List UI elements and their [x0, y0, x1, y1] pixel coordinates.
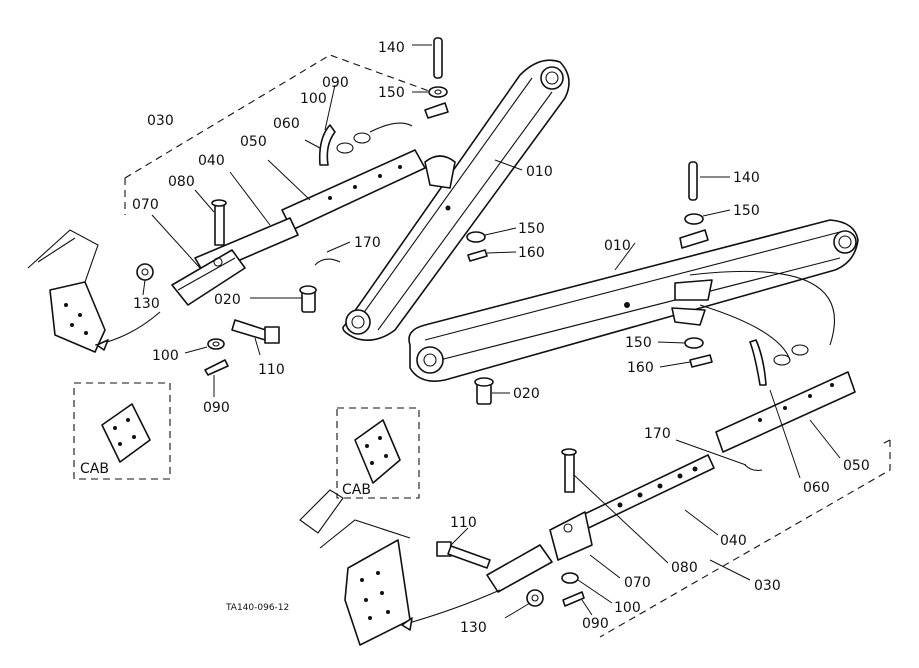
- right-top-washer-150: [684, 213, 704, 225]
- label-150-mid: 150: [518, 221, 545, 237]
- right-nut-130: [526, 589, 544, 607]
- label-100-left: 100: [152, 348, 179, 364]
- label-160-mid: 160: [518, 245, 545, 261]
- label-040-right: 040: [720, 533, 747, 549]
- label-110-right: 110: [450, 515, 477, 531]
- left-cotter-170: [314, 258, 341, 266]
- label-050-left: 050: [240, 134, 267, 150]
- right-snap-160: [689, 354, 713, 368]
- left-snap-090: [204, 359, 229, 376]
- right-bolt-110: [436, 541, 491, 569]
- tractor-frame-right: [299, 489, 501, 646]
- label-070-right: 070: [624, 575, 651, 591]
- cab-label-right: CAB: [342, 482, 371, 498]
- right-link-190: [679, 229, 709, 249]
- label-140-right: 140: [733, 170, 760, 186]
- label-050-right: 050: [843, 458, 870, 474]
- label-100-top: 100: [300, 91, 327, 107]
- tractor-frame-left: [27, 229, 161, 353]
- label-070-left: 070: [132, 197, 159, 213]
- right-bar-tube: [715, 371, 856, 453]
- label-130-left: 130: [133, 296, 160, 312]
- leader-lines: [142, 44, 841, 619]
- label-170-right: 170: [644, 426, 671, 442]
- right-pin-080: [561, 448, 577, 493]
- cab-inset-left: [73, 382, 171, 480]
- left-pin-020: [299, 285, 317, 313]
- left-link-190: [424, 102, 449, 119]
- label-020-right: 020: [513, 386, 540, 402]
- right-assembly-dashed-boundary: [599, 439, 891, 638]
- label-130-right: 130: [460, 620, 487, 636]
- left-chain: [318, 122, 413, 166]
- label-140-left: 140: [378, 40, 405, 56]
- label-170-left: 170: [354, 235, 381, 251]
- label-090-right: 090: [582, 616, 609, 632]
- lift-arm-right: [408, 219, 859, 382]
- left-bracket: [171, 249, 246, 306]
- label-160-right: 160: [627, 360, 654, 376]
- right-pin-020: [474, 377, 494, 405]
- right-chain: [749, 339, 809, 386]
- label-030-left: 030: [147, 113, 174, 129]
- label-150-left: 150: [378, 85, 405, 101]
- label-080-right: 080: [671, 560, 698, 576]
- label-100-right: 100: [614, 600, 641, 616]
- right-bracket: [486, 511, 593, 593]
- label-110-left: 110: [258, 362, 285, 378]
- right-bar: [571, 454, 715, 534]
- label-090-left: 090: [203, 400, 230, 416]
- right-washer-150b: [684, 337, 704, 349]
- label-010-left: 010: [526, 164, 553, 180]
- label-010-right: 010: [604, 238, 631, 254]
- label-030-right: 030: [754, 578, 781, 594]
- left-snap-160: [467, 249, 488, 262]
- left-bolt-110: [231, 319, 280, 344]
- left-nut-130: [136, 263, 154, 281]
- lift-arm-left: [342, 59, 570, 341]
- connection-curves: [689, 270, 835, 361]
- label-060-right: 060: [803, 480, 830, 496]
- part-labels: 140 150 090 100 060 030 050 040 080 070 …: [132, 40, 870, 636]
- label-060-left: 060: [273, 116, 300, 132]
- cab-inset-right: [336, 407, 420, 499]
- left-washer-100: [207, 338, 225, 350]
- label-150-right-b: 150: [625, 335, 652, 351]
- label-020-left: 020: [214, 292, 241, 308]
- right-cotter-170: [744, 464, 763, 471]
- label-040-left: 040: [198, 153, 225, 169]
- cab-label-left: CAB: [80, 461, 109, 477]
- left-assembly-dashed-boundary: [124, 54, 441, 215]
- label-090-top: 090: [322, 75, 349, 91]
- right-top-pin-140: [688, 161, 698, 201]
- drawing-code: TA140-096-12: [225, 603, 289, 613]
- left-top-washer-150: [428, 86, 448, 98]
- label-080-left: 080: [168, 174, 195, 190]
- left-bar-tube: [281, 149, 426, 231]
- left-top-pin-140: [433, 37, 443, 79]
- right-snap-090: [562, 591, 585, 607]
- label-150-right: 150: [733, 203, 760, 219]
- right-washer-100: [561, 572, 579, 584]
- left-washer-150b: [466, 231, 486, 243]
- left-pin-080: [211, 199, 227, 246]
